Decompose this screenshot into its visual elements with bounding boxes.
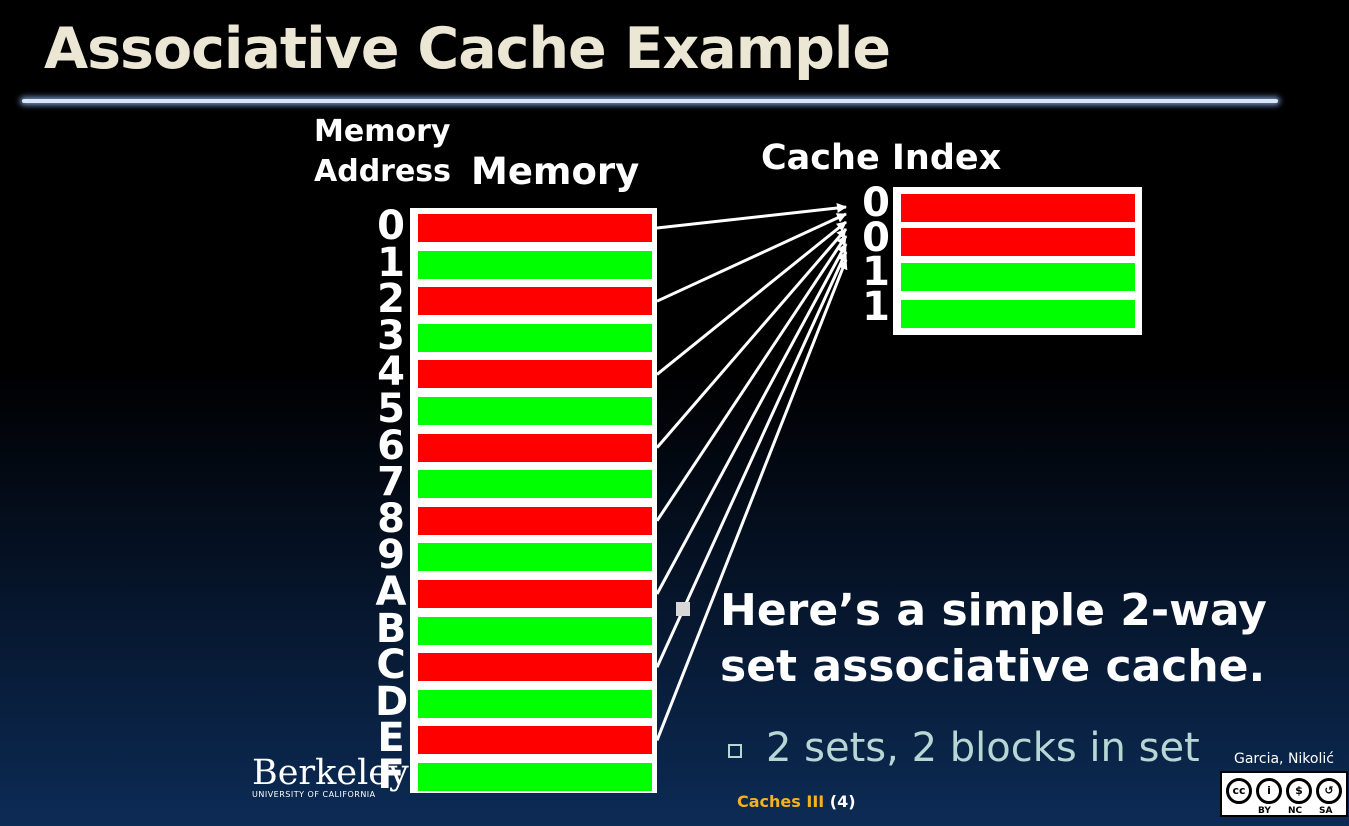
memory-address: 6 <box>377 422 405 469</box>
cache-index: 0 <box>862 180 890 226</box>
license-label-nc: NC <box>1288 806 1303 816</box>
cache-block <box>901 228 1135 256</box>
memory-address: 8 <box>377 495 405 542</box>
license-label-by: BY <box>1258 806 1271 816</box>
memory-address: 3 <box>377 312 405 359</box>
memory-block <box>418 287 652 316</box>
slide-footer: Caches III (4) <box>737 792 856 811</box>
mapping-arrow <box>656 203 847 230</box>
memory-block <box>418 763 652 791</box>
memory-block <box>418 543 652 572</box>
memory-address: 9 <box>377 532 405 579</box>
memory-address: 0 <box>377 203 405 249</box>
title-divider <box>22 99 1278 103</box>
main-bullet-text: Here’s a simple 2-way set associative ca… <box>720 585 1267 692</box>
memory-address: 1 <box>377 239 405 286</box>
berkeley-logo: Berkeley UNIVERSITY OF CALIFORNIA <box>252 754 409 799</box>
memory-address: 7 <box>377 459 405 506</box>
memory-block <box>418 726 652 755</box>
memory-address: C <box>376 642 406 689</box>
mapping-arrow <box>656 220 847 376</box>
memory-label: Memory <box>471 150 640 193</box>
memory-block <box>418 580 652 608</box>
memory-address-label: Memory Address <box>314 112 451 192</box>
cache-index: 0 <box>862 214 890 261</box>
mapping-arrow <box>655 251 848 668</box>
memory-address: 5 <box>377 385 405 432</box>
cc-license-badge: cc i $ ↺ BY NC SA <box>1220 771 1348 817</box>
memory-address: D <box>375 678 409 725</box>
memory-block <box>418 470 652 499</box>
footer-section: Caches III <box>737 792 825 811</box>
memory-address: E <box>377 715 405 762</box>
cache-block <box>901 300 1135 328</box>
memory-address: F <box>377 751 405 798</box>
memory-address: 4 <box>377 349 405 396</box>
author-credit: Garcia, Nikolić <box>1234 751 1334 767</box>
cache-index-label: Cache Index <box>761 138 1002 178</box>
cache-block <box>901 194 1135 222</box>
mapping-arrow <box>655 259 848 741</box>
memory-block <box>418 689 652 718</box>
mapping-arrow <box>656 212 847 303</box>
memory-block <box>418 214 652 242</box>
memory-block <box>418 653 652 682</box>
memory-block <box>418 323 652 352</box>
berkeley-logo-word: Berkeley <box>252 753 409 793</box>
memory-block <box>418 250 652 279</box>
memory-address: B <box>375 605 407 652</box>
cache-block-stack <box>893 187 1142 335</box>
memory-block <box>418 506 652 535</box>
memory-block <box>418 433 652 462</box>
nc-icon: $ <box>1286 778 1312 804</box>
mapping-arrow <box>655 235 848 522</box>
cache-index: 1 <box>862 249 890 295</box>
cache-index: 1 <box>862 283 890 330</box>
by-icon: i <box>1256 778 1282 804</box>
cache-block <box>901 263 1135 291</box>
memory-block <box>418 616 652 645</box>
memory-address: 2 <box>377 276 405 323</box>
memory-address-label-line1: Memory <box>314 114 451 149</box>
memory-address: A <box>375 568 407 615</box>
memory-address-label-line2: Address <box>314 154 452 189</box>
mapping-arrow <box>655 243 848 595</box>
mapping-arrow <box>655 228 848 449</box>
slide-title: Associative Cache Example <box>44 16 891 82</box>
memory-block <box>418 397 652 425</box>
sa-icon: ↺ <box>1316 778 1342 804</box>
cc-icon: cc <box>1226 778 1252 804</box>
memory-block <box>418 360 652 389</box>
footer-page: (4) <box>829 792 856 811</box>
bullet-square-icon <box>676 602 690 616</box>
sub-bullet-square-icon <box>728 744 742 758</box>
berkeley-logo-subtext: UNIVERSITY OF CALIFORNIA <box>252 790 376 799</box>
sub-bullet-text: 2 sets, 2 blocks in set <box>766 725 1200 771</box>
memory-block-stack <box>410 208 657 793</box>
license-label-sa: SA <box>1319 806 1333 816</box>
